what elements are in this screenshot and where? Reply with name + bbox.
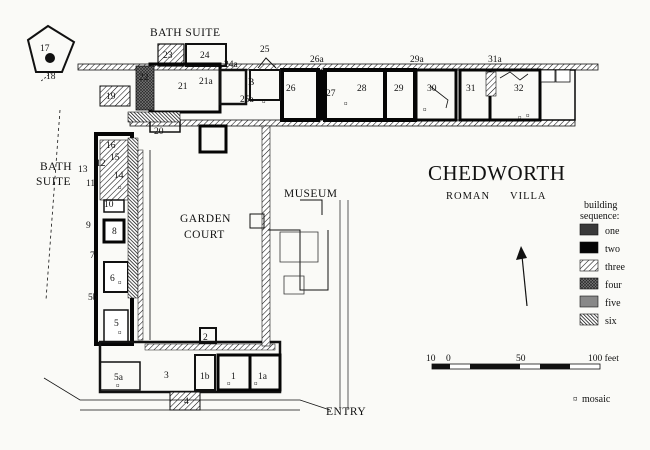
room-5-label: 5	[114, 319, 119, 329]
room-28-label: 28	[357, 84, 367, 94]
room-29a-label: 29a	[410, 55, 425, 65]
map-subtitle-left: ROMAN	[446, 191, 490, 202]
room-14-label: 14	[114, 171, 124, 181]
map-title: CHEDWORTH	[428, 161, 565, 185]
mosaic-marker-icon: ¤	[573, 394, 578, 404]
bath-suite-left-label-2: SUITE	[36, 176, 71, 188]
room-3-label: 3	[164, 371, 169, 381]
room-21a-label: 21a	[199, 77, 214, 87]
legend-mosaic-label: mosaic	[582, 394, 611, 405]
room-b-label: B	[248, 78, 254, 88]
legend-label-five: five	[605, 298, 621, 309]
room-25-label: 25	[260, 45, 270, 55]
legend-swatch-five	[579, 295, 599, 308]
svg-text:¤: ¤	[227, 380, 231, 388]
room-12-label: 12	[96, 159, 106, 169]
room-11-label: 11	[86, 179, 95, 189]
mosaic-markers: ¤ ¤ ¤ ¤ ¤ ¤ ¤ ¤ ¤ ¤ ¤	[116, 98, 530, 390]
legend-heading-1: building	[584, 200, 617, 211]
room-1a-label: 1a	[258, 372, 268, 382]
room-10-label: 10	[104, 200, 114, 210]
scale-tick-100: 100 feet	[588, 353, 619, 364]
svg-text:¤: ¤	[116, 382, 120, 390]
scale-tick-50: 50	[516, 354, 526, 364]
room-27-label: 27	[326, 89, 336, 99]
legend-swatch-one	[579, 223, 599, 236]
map-title-block: CHEDWORTH ROMAN VILLA	[428, 161, 565, 202]
room-9-label: 9	[86, 221, 91, 231]
map-subtitle-right: VILLA	[510, 191, 547, 202]
bath-suite-top-label: BATH SUITE	[150, 27, 221, 39]
north-range	[77, 57, 599, 127]
room-29-label: 29	[394, 84, 404, 94]
room-15-label: 15	[110, 153, 120, 163]
room-16-label: 16	[106, 141, 116, 151]
room-22-label: 22	[139, 73, 149, 83]
room-13-label: 13	[78, 165, 88, 175]
west-range	[94, 132, 144, 346]
legend-swatch-six	[579, 313, 599, 326]
room-1-label: 1	[231, 372, 236, 382]
room-31-label: 31	[466, 84, 476, 94]
room-5a-label: 5a	[114, 373, 124, 383]
room-26a-label: 26a	[310, 55, 325, 65]
legend-swatch-two	[579, 241, 599, 254]
bath-suite-left-label-1: BATH	[40, 161, 72, 173]
svg-text:¤: ¤	[118, 329, 122, 337]
legend-label-two: two	[605, 244, 620, 255]
room-18-label: 18	[46, 72, 56, 82]
room-26-label: 26	[286, 84, 296, 94]
svg-text:¤: ¤	[254, 380, 258, 388]
room-25a-label: 25a	[240, 95, 255, 105]
bath-suite-north	[99, 43, 248, 154]
svg-text:¤: ¤	[344, 100, 348, 108]
museum-label: MUSEUM	[284, 188, 337, 200]
svg-text:¤: ¤	[118, 279, 122, 287]
legend-swatch-three	[579, 259, 599, 272]
legend-label-six: six	[605, 316, 617, 327]
svg-text:¤: ¤	[118, 184, 122, 192]
room-31a-label: 31a	[488, 55, 503, 65]
room-1b-label: 1b	[200, 372, 210, 382]
room-2-label: 2	[203, 333, 208, 343]
room-19-label: 19	[106, 92, 116, 102]
room-24a-label: 24a	[224, 60, 239, 70]
room-23-label: 23	[163, 51, 173, 61]
east-gallery	[249, 125, 349, 410]
room-30-label: 30	[427, 84, 437, 94]
room-5b-label: 5b	[88, 293, 98, 303]
room-20-label: 20	[154, 127, 164, 137]
legend-heading-2: sequence:	[580, 211, 619, 222]
svg-text:¤: ¤	[526, 112, 530, 120]
room-6-label: 6	[110, 274, 115, 284]
room-24-label: 24	[200, 51, 210, 61]
boundary-lines	[43, 109, 331, 411]
room-21-label: 21	[178, 82, 188, 92]
south-range	[98, 327, 282, 411]
legend-label-three: three	[605, 262, 626, 273]
legend: building sequence: one two three four fi…	[573, 200, 626, 405]
svg-text:¤: ¤	[518, 114, 522, 122]
scale-tick-10: 10	[426, 354, 436, 364]
area-labels: BATH SUITE BATH SUITE GARDEN COURT MUSEU…	[36, 27, 366, 418]
scale-tick-0: 0	[446, 354, 451, 364]
scale-bar: 10 0 50 100 feet	[426, 353, 619, 370]
room-7-label: 7	[90, 251, 95, 261]
room-32-label: 32	[514, 84, 524, 94]
garden-court-label-1: GARDEN	[180, 213, 231, 225]
room-17-label: 17	[40, 44, 50, 54]
room-8-label: 8	[112, 227, 117, 237]
legend-label-four: four	[605, 280, 622, 291]
garden-court-label-2: COURT	[184, 229, 225, 241]
svg-text:¤: ¤	[262, 98, 266, 106]
room-4-label: 4	[184, 397, 189, 407]
entry-label: ENTRY	[326, 406, 366, 418]
room-labels: 17 18 19 23 24 22 21 21a 24a 25 25a B 20…	[40, 44, 524, 407]
legend-label-one: one	[605, 226, 620, 237]
room-17-bath	[26, 24, 76, 83]
svg-text:¤: ¤	[423, 106, 427, 114]
up-arrow-icon	[516, 246, 528, 307]
legend-swatch-four	[579, 277, 599, 290]
